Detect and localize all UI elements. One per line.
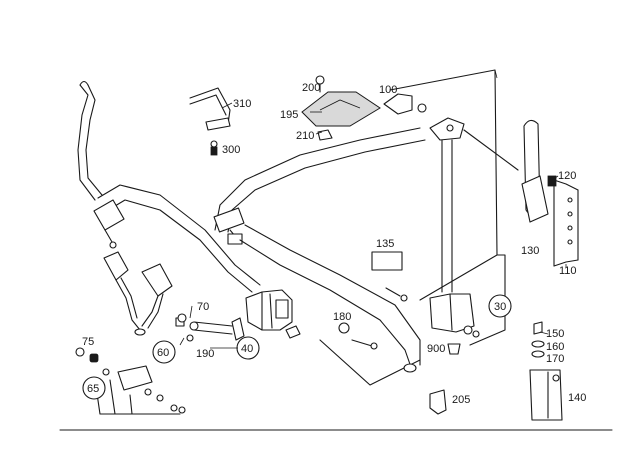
- trim-cover: [301, 75, 381, 141]
- label-130: 130: [521, 245, 539, 257]
- left-belt-strap: [77, 80, 261, 293]
- label-180: 180: [333, 311, 351, 323]
- diagonal-belt: [213, 127, 426, 245]
- d-ring-cover: [383, 93, 427, 115]
- label-140: 140: [568, 392, 586, 404]
- upper-anchor-track: [429, 117, 519, 293]
- label-65: 65: [87, 383, 99, 395]
- label-210: 210: [296, 130, 314, 142]
- belt-tensioner: [245, 289, 293, 331]
- adjuster-rail: [521, 119, 579, 267]
- label-100: 100: [379, 84, 397, 96]
- label-40: 40: [241, 343, 253, 355]
- label-110: 110: [559, 265, 577, 277]
- label-900: 900: [427, 343, 445, 355]
- label-310: 310: [233, 98, 251, 110]
- label-205: 205: [452, 394, 470, 406]
- anchor-bolts: [175, 313, 301, 342]
- label-160: 160: [546, 341, 564, 353]
- label-30: 30: [494, 301, 506, 313]
- height-adjuster: [189, 87, 231, 156]
- label-135: 135: [376, 238, 394, 250]
- label-150: 150: [546, 328, 564, 340]
- buckle-assembly: [103, 251, 173, 336]
- ref-circles: [82, 294, 512, 400]
- fastener-180: [338, 322, 378, 350]
- ref-circle-30: [488, 294, 512, 318]
- lower-left-small-parts: [75, 347, 186, 415]
- label-190: 190: [196, 348, 214, 360]
- lower-retractor: [371, 251, 480, 338]
- label-70: 70: [197, 301, 209, 313]
- label-75: 75: [82, 336, 94, 348]
- clip-900: [447, 343, 461, 355]
- leader-lines: [179, 102, 567, 349]
- callout-labels: 310 300 200 195 210 100 120 130 110 135 …: [82, 82, 586, 406]
- label-60: 60: [157, 347, 169, 359]
- label-300: 300: [222, 144, 240, 156]
- label-120: 120: [558, 170, 576, 182]
- lower-belt: [239, 224, 421, 373]
- floor-bracket: [529, 321, 563, 421]
- body-panel: [319, 69, 506, 386]
- clip-205: [429, 389, 447, 415]
- label-195: 195: [280, 109, 298, 121]
- ref-circle-60: [152, 340, 176, 364]
- label-170: 170: [546, 353, 564, 365]
- ref-circle-65: [82, 376, 106, 400]
- label-200: 200: [302, 82, 320, 94]
